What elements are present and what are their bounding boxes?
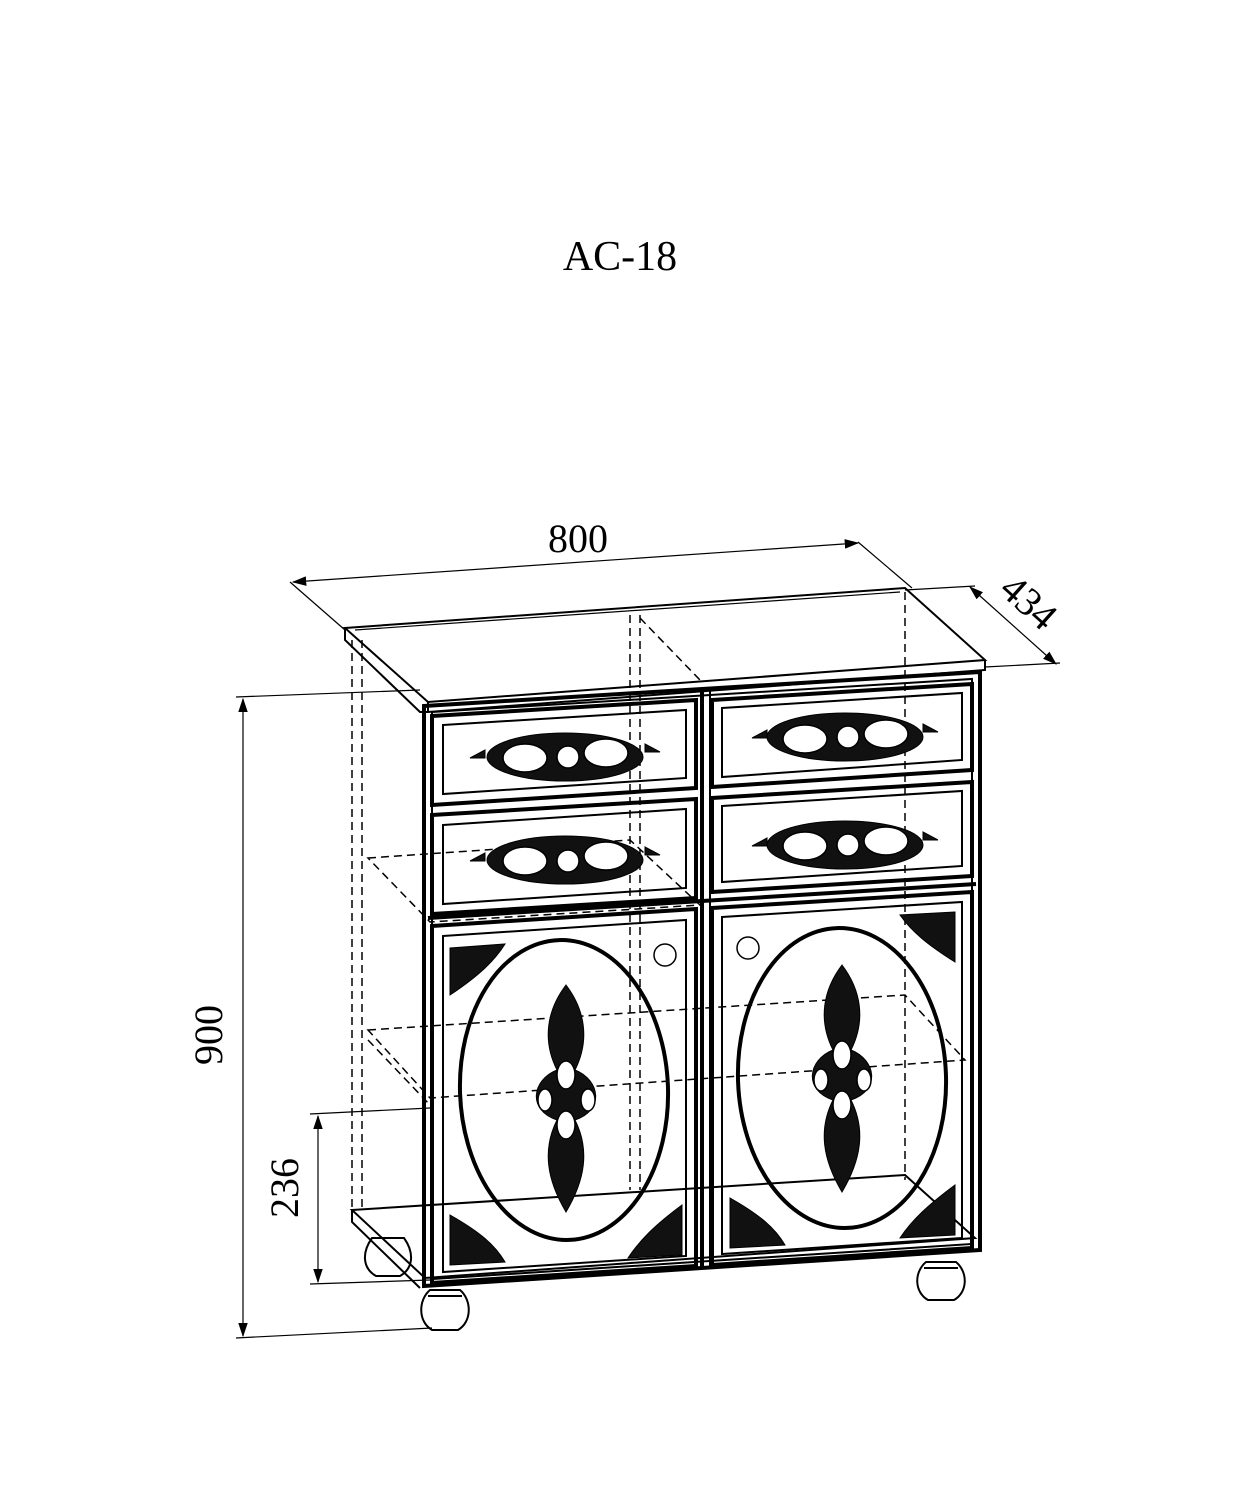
door-knob-icon[interactable] [736,936,760,960]
width-label: 800 [548,516,608,561]
drawer-knob-icon[interactable] [836,833,860,857]
door-knob-icon[interactable] [653,943,677,967]
door-right[interactable] [710,889,974,1268]
cabinet-feet [364,1237,966,1331]
drawer-top-right[interactable] [710,681,974,790]
drawer-knob-icon[interactable] [836,725,860,749]
depth-dimension: 434 [904,565,1067,668]
width-dimension: 800 [289,516,913,631]
drawer-knob-icon[interactable] [556,849,580,873]
drawer-bottom-left[interactable] [430,796,698,917]
shelf-height-label: 236 [262,1158,307,1218]
height-dimension: 900 [186,689,433,1339]
drawer-bottom-right[interactable] [710,779,974,895]
drawer-top-left[interactable] [430,697,698,808]
drawing-title: AC-18 [563,234,677,280]
height-label: 900 [186,1005,231,1065]
shelf-height-dimension: 236 [262,1107,431,1285]
door-left[interactable] [430,906,698,1286]
drawer-knob-icon[interactable] [556,745,580,769]
cabinet-body [342,586,988,1289]
depth-label: 434 [992,565,1067,639]
